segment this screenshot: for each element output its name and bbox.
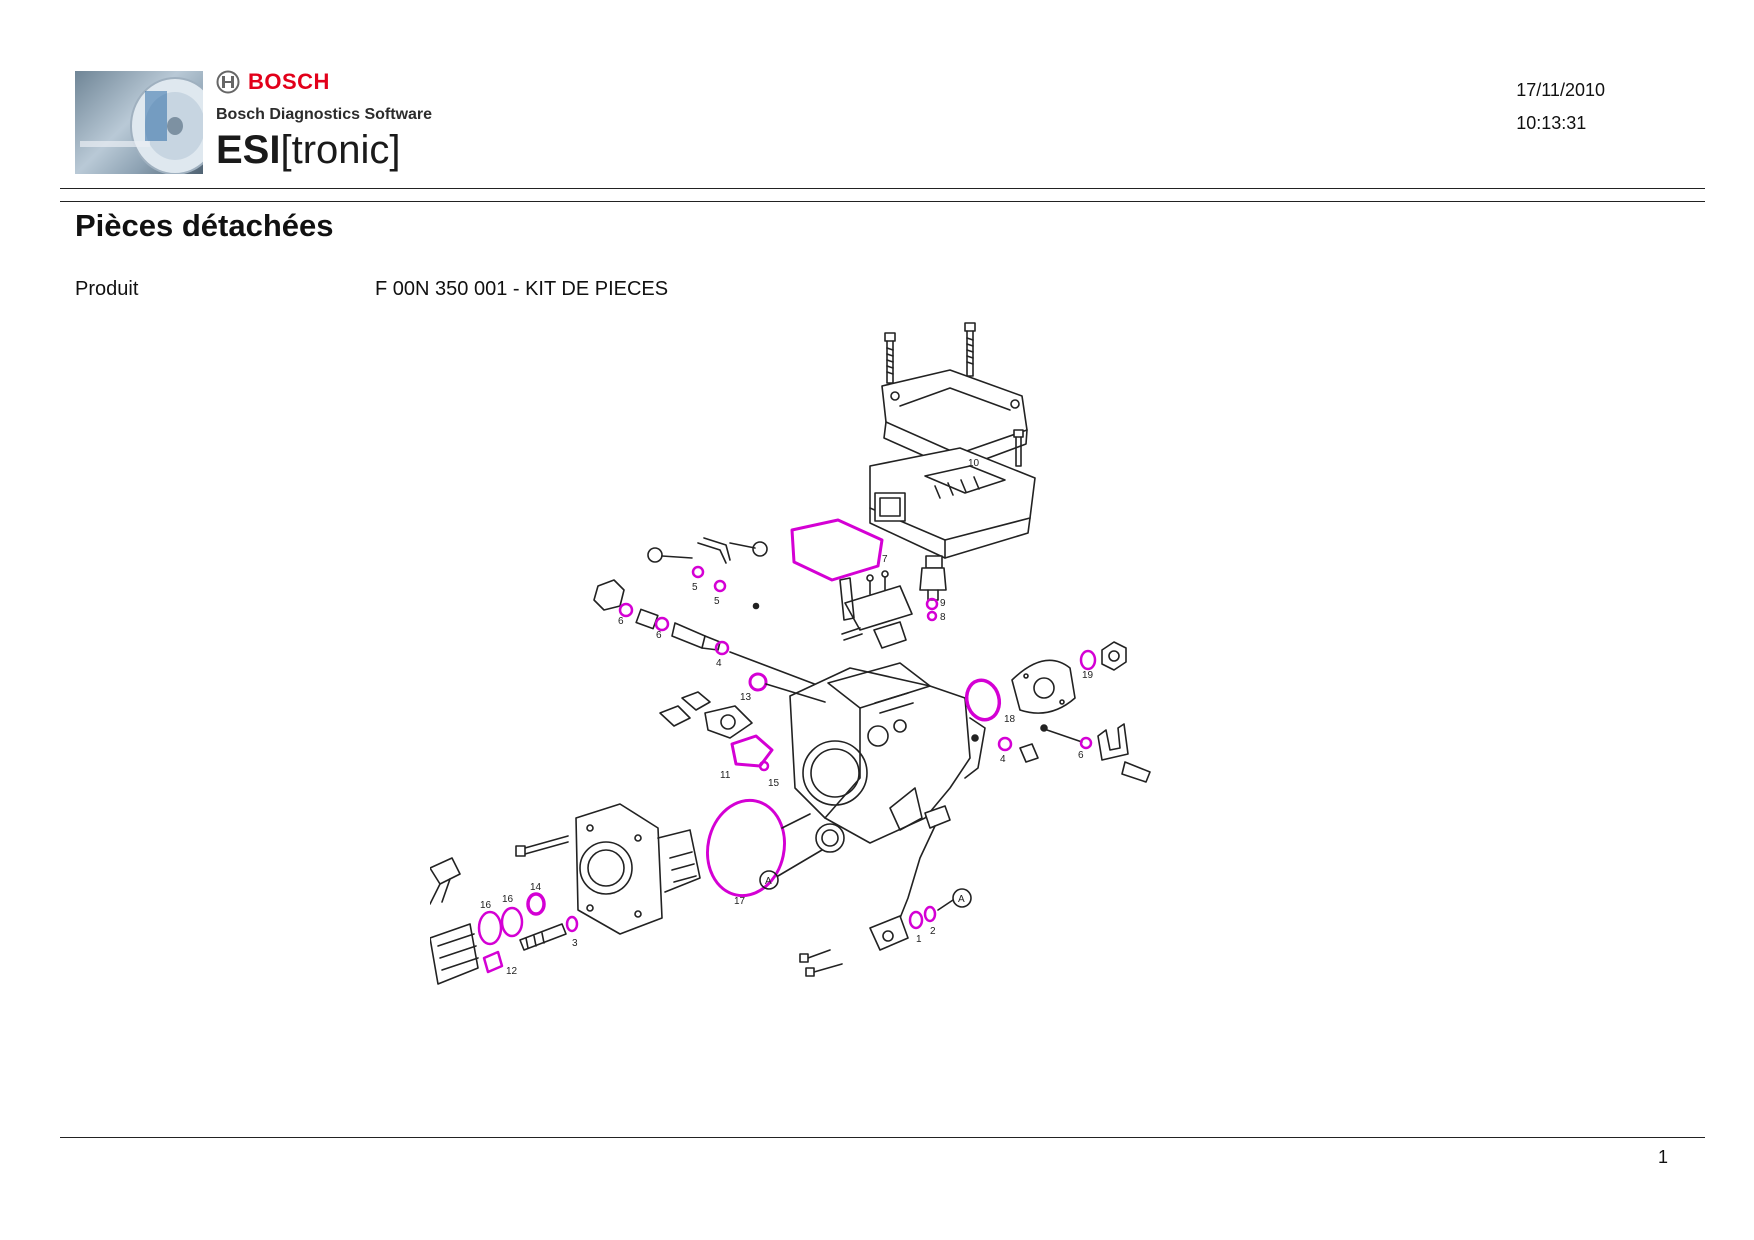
product-label: Produit <box>75 278 139 300</box>
timing-device-housing <box>575 803 701 935</box>
drive-flange <box>1011 659 1076 714</box>
callout-a-lower-label: A <box>958 894 965 905</box>
callout-5a: 5 <box>692 582 698 593</box>
callout-18: 18 <box>1004 714 1016 725</box>
gasket-part-7 <box>790 518 884 582</box>
plug-screw <box>1019 743 1039 763</box>
header-rule-top <box>60 188 1705 189</box>
flange-left <box>659 691 753 739</box>
control-unit <box>869 447 1036 559</box>
seal-part-18 <box>964 678 1002 722</box>
callout-a-upper-label: A <box>765 876 772 887</box>
bosch-wordmark: BOSCH <box>248 69 330 94</box>
callout-6a: 6 <box>618 616 624 627</box>
product-name: ESI[tronic] <box>216 128 401 172</box>
pump-housing <box>789 662 986 853</box>
product-name-rest: [tronic] <box>280 128 401 172</box>
bosch-armature-icon <box>216 70 240 94</box>
callout-1: 1 <box>916 934 922 945</box>
housing-bolt <box>515 835 569 857</box>
banjo-fitting <box>593 579 826 689</box>
control-unit-bolt <box>1013 429 1024 467</box>
callout-11: 11 <box>720 770 731 781</box>
callout-16b: 16 <box>502 894 514 905</box>
callout-2: 2 <box>930 926 936 937</box>
callout-8: 8 <box>940 612 946 623</box>
exploded-view-diagram: 10 7 5 5 9 8 6 6 4 13 19 18 11 15 4 6 17… <box>305 318 1310 1108</box>
callout-4a: 4 <box>716 658 722 669</box>
callout-6b: 6 <box>656 630 662 641</box>
tagline: Bosch Diagnostics Software <box>216 106 433 123</box>
callout-17: 17 <box>734 896 746 907</box>
callout-14: 14 <box>530 882 542 893</box>
solenoid-valve <box>919 555 947 601</box>
callout-7: 7 <box>882 554 888 565</box>
seal-part-11 <box>730 734 774 768</box>
callout-15: 15 <box>768 778 780 789</box>
esitronic-logo-image <box>75 71 203 174</box>
page-title: Pièces détachées <box>75 208 334 243</box>
shutoff-bracket <box>1097 723 1151 783</box>
cover-bolt-right <box>964 322 976 377</box>
callout-5b: 5 <box>714 596 720 607</box>
cover-bolt-left <box>884 332 896 384</box>
callout-10: 10 <box>968 458 980 469</box>
hex-nut <box>1101 641 1127 671</box>
footer-rule <box>60 1137 1705 1138</box>
callout-4b: 4 <box>1000 754 1006 765</box>
callout-3: 3 <box>572 938 578 949</box>
piston-plunger <box>519 923 567 951</box>
wiring-connector <box>429 857 461 905</box>
callout-13: 13 <box>740 692 752 703</box>
header-rule-bottom <box>60 201 1705 202</box>
product-value: F 00N 350 001 - KIT DE PIECES <box>375 278 669 300</box>
timestamp: 17/11/2010 10:13:31 <box>1516 74 1605 140</box>
callout-9: 9 <box>940 598 946 609</box>
print-time: 10:13:31 <box>1516 113 1587 133</box>
brand-block: BOSCH Bosch Diagnostics Software ESI[tro… <box>216 69 536 180</box>
print-date: 17/11/2010 <box>1516 80 1605 100</box>
speed-sensor <box>869 805 951 951</box>
page-header: BOSCH Bosch Diagnostics Software ESI[tro… <box>75 69 1705 180</box>
callout-6c: 6 <box>1078 750 1084 761</box>
product-name-bold: ESI <box>216 128 281 172</box>
control-unit-cover <box>881 369 1028 471</box>
oring-part-17 <box>706 798 786 898</box>
bracket-assembly <box>839 570 913 649</box>
leak-off-pipe <box>647 537 768 564</box>
callout-19: 19 <box>1082 670 1094 681</box>
callout-16a: 16 <box>480 900 492 911</box>
callout-a-upper <box>759 849 823 890</box>
callout-12: 12 <box>506 966 518 977</box>
timing-plug-large <box>429 923 479 985</box>
cap-part-12 <box>482 950 504 974</box>
bosch-brand-line: BOSCH <box>216 69 330 94</box>
page-number: 1 <box>1657 1147 1668 1167</box>
